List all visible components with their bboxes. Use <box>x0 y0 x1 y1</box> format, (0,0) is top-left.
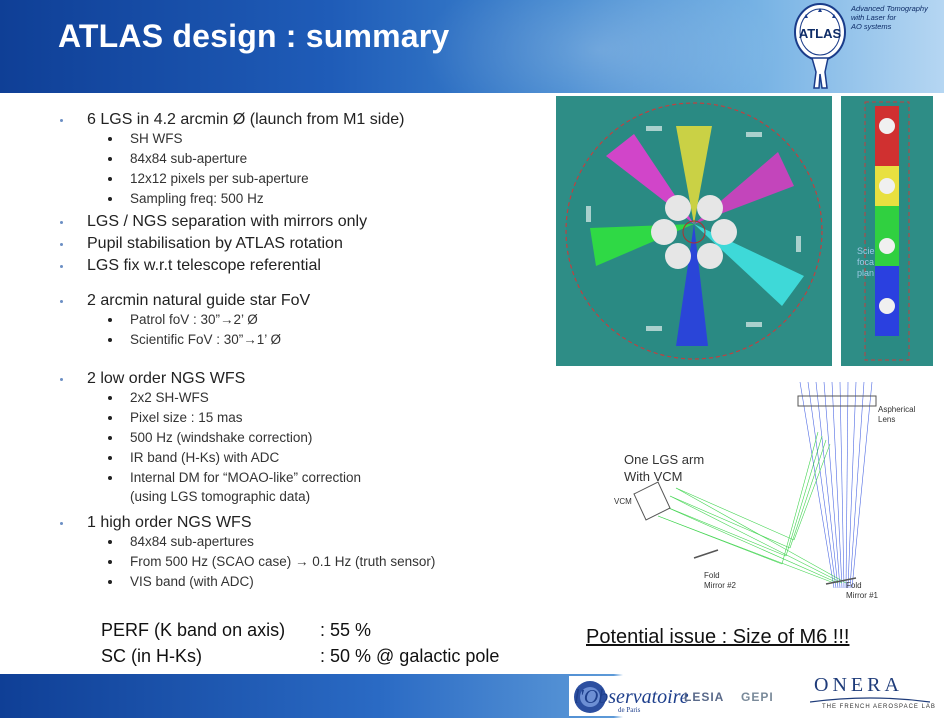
bullet-l2: Sampling freq: 500 Hz <box>60 189 550 209</box>
science-focal-plane-label: Scie foca plan <box>857 246 875 278</box>
atlas-logo: ATLAS <box>794 3 846 89</box>
bullet-l2: Scientific FoV : 30”→1’ Ø <box>60 330 550 350</box>
bullet-l3: (using LGS tomographic data) <box>130 489 311 504</box>
potential-issue-note: Potential issue : Size of M6 !!! <box>586 626 850 648</box>
sc-line: SC (in H-Ks): 50 % @ galactic pole <box>101 646 500 666</box>
label-lens: Lens <box>878 415 895 424</box>
slide-title: ATLAS design : summary <box>58 18 450 54</box>
header-highlight <box>420 0 780 93</box>
label-mirror1: Mirror #1 <box>846 591 879 600</box>
bullet-l1: 2 low order NGS WFS <box>60 370 550 388</box>
lgs-arm-caption: One LGS arm With VCM <box>624 452 705 484</box>
label-vcm: VCM <box>614 497 632 506</box>
bullet-l1: Pupil stabilisation by ATLAS rotation <box>60 235 550 253</box>
label-fold1: Fold <box>846 581 862 590</box>
lgs-arm-figure: Aspherical Lens VCM Fold Mirror #2 Fold … <box>594 378 930 610</box>
bullet-l2: 12x12 pixels per sub-aperture <box>60 169 550 189</box>
bullet-l2: 500 Hz (windshake correction) <box>60 428 550 448</box>
bullet-l1: LGS fix w.r.t telescope referential <box>60 257 550 275</box>
onera-swoosh-icon <box>810 697 930 703</box>
perf-line: PERF (K band on axis): 55 % <box>101 620 372 640</box>
bullet-l2: VIS band (with ADC) <box>60 572 550 592</box>
bullet-l2: IR band (H-Ks) with ADC <box>60 448 550 468</box>
onera-logo: ONERA THE FRENCH AEROSPACE LAB <box>790 672 940 716</box>
bullet-l1: LGS / NGS separation with mirrors only <box>60 213 550 231</box>
atlas-logo-text: ATLAS <box>799 26 842 41</box>
bullet-l2: Internal DM for “MOAO-like” correction <box>60 468 550 488</box>
bullet-l1: 6 LGS in 4.2 arcmin Ø (launch from M1 si… <box>60 111 550 129</box>
observatoire-emblem-icon <box>574 681 606 713</box>
atlas-tagline: Advanced Tomography with Laser for AO sy… <box>851 4 928 31</box>
bullet-l2: Patrol foV : 30”→2’ Ø <box>60 310 550 330</box>
bullet-l2: 2x2 SH-WFS <box>60 388 550 408</box>
footer-band <box>0 674 944 718</box>
bullet-l1: 1 high order NGS WFS <box>60 514 550 532</box>
gepi-logo: GEPI <box>741 690 774 704</box>
bullet-l2: 84x84 sub-aperture <box>60 149 550 169</box>
label-mirror2: Mirror #2 <box>704 581 737 590</box>
bullet-list: 6 LGS in 4.2 arcmin Ø (launch from M1 si… <box>60 111 550 592</box>
header-banner: ATLAS design : summary <box>0 0 944 93</box>
lesia-logo: LESIA <box>684 690 725 704</box>
bullet-l2: Pixel size : 15 mas <box>60 408 550 428</box>
label-aspherical: Aspherical <box>878 405 916 414</box>
label-fold2: Fold <box>704 571 720 580</box>
bullet-l2: From 500 Hz (SCAO case) → 0.1 Hz (truth … <box>60 552 550 572</box>
side-view-figure <box>841 96 933 366</box>
bullet-l2: SH WFS <box>60 129 550 149</box>
bullet-l1: 2 arcmin natural guide star FoV <box>60 292 550 310</box>
bullet-l2: 84x84 sub-apertures <box>60 532 550 552</box>
lgs-layout-figure <box>556 96 832 366</box>
